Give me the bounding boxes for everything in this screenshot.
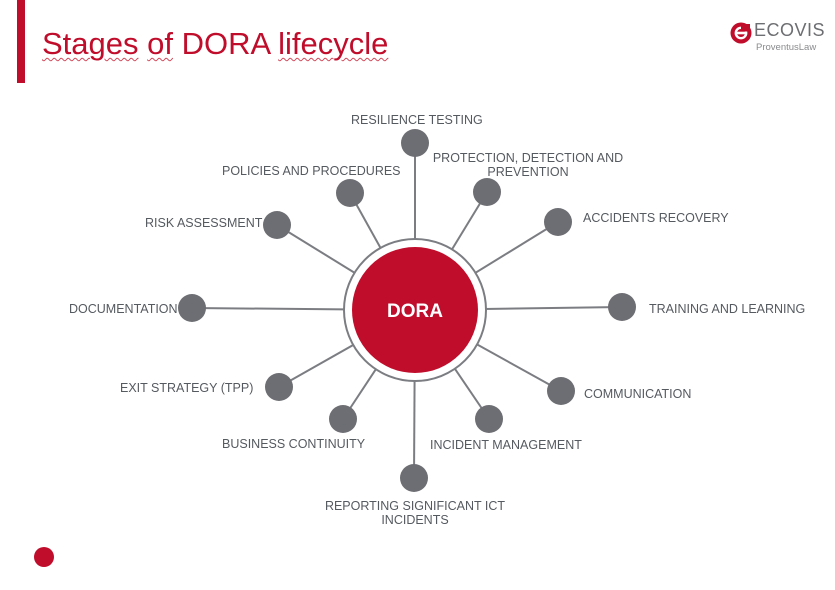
title-word-stages: Stages: [42, 26, 139, 61]
label-documentation: DOCUMENTATION: [69, 302, 178, 316]
logo-name: ECOVIS: [754, 20, 826, 40]
node-risk-assessment: [263, 211, 291, 239]
label-protection-detection: PROTECTION, DETECTION AND PREVENTION: [428, 151, 628, 179]
label-accidents-recovery: ACCIDENTS RECOVERY: [583, 211, 729, 225]
ecovis-logo-icon: [730, 22, 752, 44]
logo-subtitle: ProventusLaw: [756, 42, 817, 53]
label-training-learning: TRAINING AND LEARNING: [649, 302, 806, 316]
label-communication: COMMUNICATION: [584, 387, 692, 401]
title-word-dora: DORA: [181, 26, 270, 61]
title-word-lifecycle: lifecycle: [278, 26, 389, 61]
node-communication: [547, 377, 575, 405]
label-reporting: REPORTING SIGNIFICANT ICT INCIDENTS: [315, 499, 515, 527]
label-reporting-line1: REPORTING SIGNIFICANT ICT: [324, 499, 506, 513]
label-policies-procedures: POLICIES AND PROCEDURES: [222, 164, 401, 178]
node-accidents-recovery: [544, 208, 572, 236]
stage-nodes: [178, 129, 636, 492]
label-incident-management: INCIDENT MANAGEMENT: [430, 438, 582, 452]
label-business-continuity: BUSINESS CONTINUITY: [222, 437, 366, 451]
node-incident-management: [475, 405, 503, 433]
ecovis-logo: ECOVIS ProventusLaw: [730, 20, 826, 56]
label-protection-detection-line2: PREVENTION: [487, 165, 569, 179]
node-protection-detection: [473, 178, 501, 206]
node-documentation: [178, 294, 206, 322]
title-accent-bar: [17, 0, 25, 83]
label-reporting-line2: INCIDENTS: [381, 513, 449, 527]
node-resilience-testing: [401, 129, 429, 157]
dora-center-label: DORA: [387, 301, 443, 322]
node-reporting: [400, 464, 428, 492]
slide-title: Stages of DORA lifecycle: [42, 26, 388, 62]
label-resilience-testing: RESILIENCE TESTING: [351, 113, 483, 127]
label-risk-assessment: RISK ASSESSMENT: [145, 216, 263, 230]
node-business-continuity: [329, 405, 357, 433]
node-exit-strategy: [265, 373, 293, 401]
node-policies-procedures: [336, 179, 364, 207]
title-word-of: of: [147, 26, 173, 61]
label-exit-strategy: EXIT STRATEGY (TPP): [120, 381, 254, 395]
corner-decoration-dot: [34, 547, 54, 567]
dora-center-circle: [352, 247, 478, 373]
label-protection-detection-line1: PROTECTION, DETECTION AND: [432, 151, 624, 165]
node-training-learning: [608, 293, 636, 321]
